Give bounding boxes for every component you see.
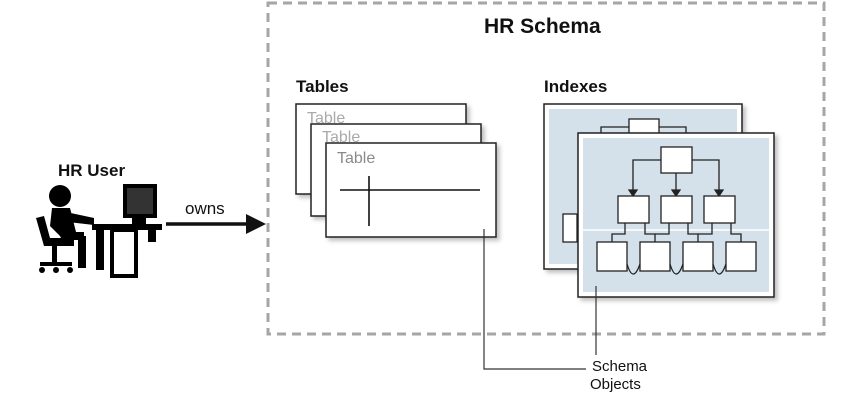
schema-objects-leader-lines bbox=[483, 229, 597, 370]
schema-title: HR Schema bbox=[484, 15, 601, 38]
table-card-label-middle: Table bbox=[322, 129, 361, 146]
table-card-label-front: Table bbox=[337, 150, 376, 167]
callout-line-2: Objects bbox=[590, 376, 641, 393]
table-card-label-back: Table bbox=[307, 110, 346, 127]
index-tree-nodes bbox=[583, 146, 769, 275]
user-label: HR User bbox=[58, 161, 126, 180]
right-arrow-icon bbox=[166, 214, 266, 234]
table-grid-lines bbox=[340, 176, 480, 226]
owns-label: owns bbox=[185, 199, 225, 218]
user-at-desk-icon bbox=[36, 184, 162, 278]
tables-heading: Tables bbox=[296, 77, 349, 96]
callout-line-1: Schema bbox=[592, 358, 648, 375]
schema-boundary bbox=[266, 1, 826, 336]
indexes-heading: Indexes bbox=[544, 77, 608, 96]
